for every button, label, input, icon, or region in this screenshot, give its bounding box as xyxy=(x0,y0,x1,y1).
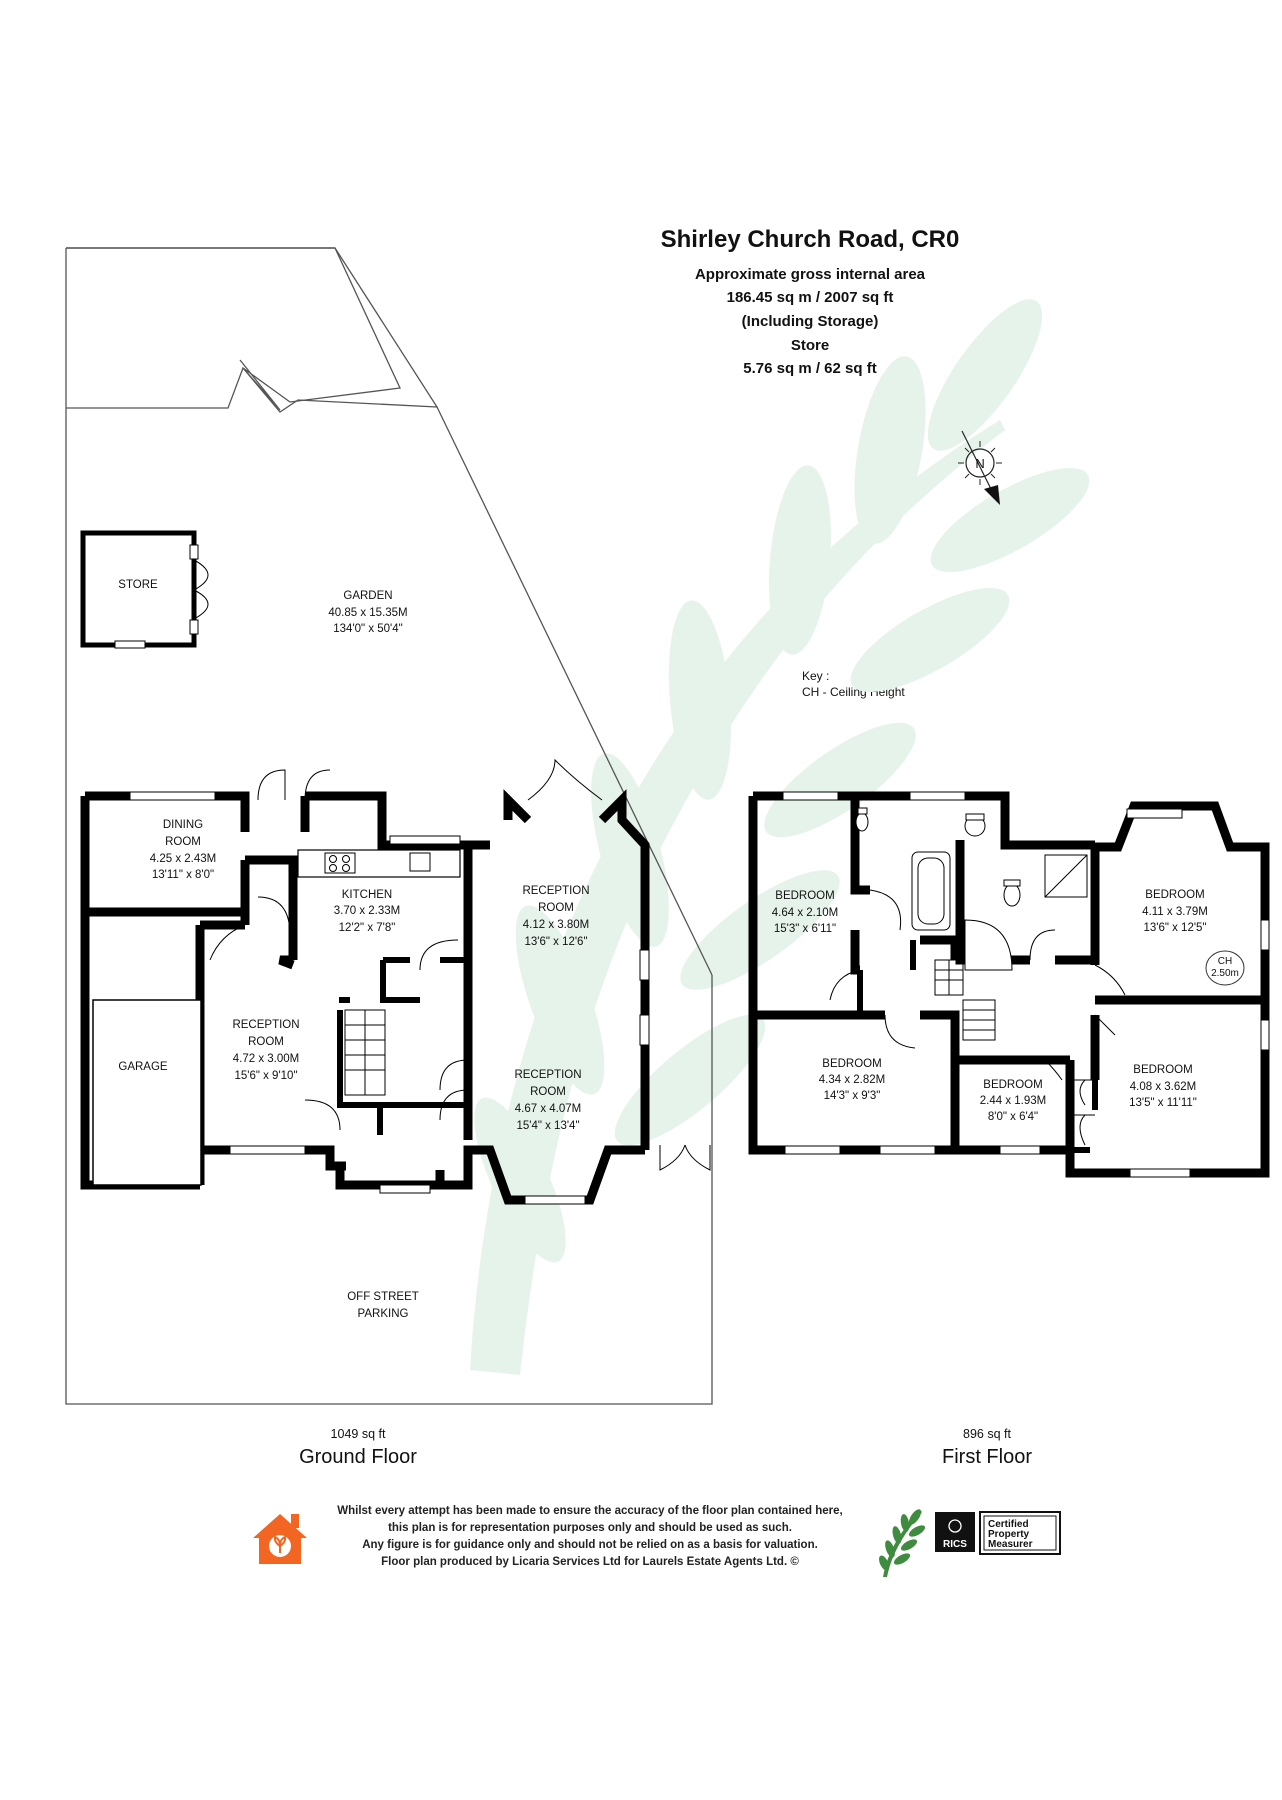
house-logo-icon xyxy=(253,1514,307,1564)
key-title: Key : xyxy=(802,669,830,683)
label-reception-left-name1: RECEPTION xyxy=(232,1019,299,1031)
label-parking-name1: OFF STREET xyxy=(347,1291,419,1303)
disclaimer-line3: Any figure is for guidance only and shou… xyxy=(362,1539,818,1551)
north-compass-icon: N xyxy=(958,430,1002,505)
label-bed2-metric: 4.11 x 3.79M xyxy=(1142,906,1208,918)
first-floor-labels: BEDROOM 4.64 x 2.10M 15'3" x 6'11" BEDRO… xyxy=(772,889,1239,1123)
label-bed4-imperial: 8'0" x 6'4" xyxy=(988,1111,1038,1123)
ceiling-height-badge xyxy=(1205,950,1245,986)
store-area: 5.76 sq m / 62 sq ft xyxy=(743,360,877,377)
label-reception-front-name2: ROOM xyxy=(530,1086,566,1098)
label-bed5-imperial: 13'5" x 11'11" xyxy=(1129,1097,1197,1109)
label-reception-front-name1: RECEPTION xyxy=(514,1069,581,1081)
label-dining-name1: DINING xyxy=(163,819,203,831)
label-reception-rear-metric: 4.12 x 3.80M xyxy=(523,919,589,931)
ground-floor-name: Ground Floor xyxy=(299,1446,417,1468)
label-reception-rear-name1: RECEPTION xyxy=(522,885,589,897)
label-reception-left-imperial: 15'6" x 9'10" xyxy=(234,1070,297,1082)
label-bed3-metric: 4.34 x 2.82M xyxy=(819,1074,885,1086)
disclaimer-line2: this plan is for representation purposes… xyxy=(388,1522,792,1534)
label-kitchen-imperial: 12'2" x 7'8" xyxy=(339,922,396,934)
label-dining-imperial: 13'11" x 8'0" xyxy=(152,869,214,881)
ground-floor-labels: STORE GARDEN 40.85 x 15.35M 134'0" x 50'… xyxy=(118,579,589,1320)
label-reception-front-metric: 4.67 x 4.07M xyxy=(515,1103,581,1115)
leaf-watermark xyxy=(470,299,1090,1375)
area-note: (Including Storage) xyxy=(741,313,879,330)
store-caption: Store xyxy=(790,337,830,354)
disclaimer-line1: Whilst every attempt has been made to en… xyxy=(337,1505,843,1517)
first-floor-name: First Floor xyxy=(942,1446,1032,1468)
label-reception-rear-imperial: 13'6" x 12'6" xyxy=(524,936,587,948)
label-bed2-imperial: 13'6" x 12'5" xyxy=(1143,922,1206,934)
label-garden-metric: 40.85 x 15.35M xyxy=(328,607,407,619)
total-area: 186.45 sq m / 2007 sq ft xyxy=(726,289,894,306)
laurel-leaf-logo-icon xyxy=(879,1509,926,1577)
label-bed2-name: BEDROOM xyxy=(1145,889,1204,901)
label-garden-name: GARDEN xyxy=(343,590,392,602)
disclaimer: Whilst every attempt has been made to en… xyxy=(330,1503,850,1571)
label-bed4-metric: 2.44 x 1.93M xyxy=(980,1095,1046,1107)
label-bed5-metric: 4.08 x 3.62M xyxy=(1130,1081,1196,1093)
label-store: STORE xyxy=(118,579,158,591)
rics-text: RICS xyxy=(943,1539,967,1550)
first-floor-sqft: 896 sq ft xyxy=(963,1427,1011,1441)
ground-floor-plan xyxy=(65,247,713,1405)
disclaimer-line4: Floor plan produced by Licaria Services … xyxy=(381,1556,799,1568)
label-dining-metric: 4.25 x 2.43M xyxy=(150,853,216,865)
cert-line3: Measurer xyxy=(988,1539,1033,1550)
label-reception-left-name2: ROOM xyxy=(248,1036,284,1048)
label-garden-imperial: 134'0" x 50'4" xyxy=(333,623,402,635)
label-bed3-name: BEDROOM xyxy=(822,1058,881,1070)
store-shed xyxy=(80,530,209,649)
label-reception-front-imperial: 15'4" x 13'4" xyxy=(516,1120,579,1132)
ground-floor-sqft: 1049 sq ft xyxy=(330,1427,386,1441)
label-kitchen-metric: 3.70 x 2.33M xyxy=(334,905,400,917)
cert-line1: Certified xyxy=(988,1519,1029,1530)
area-caption: Approximate gross internal area xyxy=(694,266,926,283)
svg-text:N: N xyxy=(975,456,984,471)
cert-line2: Property xyxy=(988,1529,1030,1540)
first-floor-plan xyxy=(748,791,1270,1178)
label-bed3-imperial: 14'3" x 9'3" xyxy=(824,1090,881,1102)
label-garage: GARAGE xyxy=(118,1061,168,1073)
label-reception-rear-name2: ROOM xyxy=(538,902,574,914)
label-bed5-name: BEDROOM xyxy=(1133,1064,1192,1076)
label-ch-value: 2.50m xyxy=(1211,968,1239,979)
rics-logo-icon: RICS xyxy=(935,1512,975,1552)
certified-measurer-badge: Certified Property Measurer xyxy=(979,1511,1061,1555)
plan-title: Shirley Church Road, CR0 xyxy=(660,226,960,253)
label-bed1-metric: 4.64 x 2.10M xyxy=(772,907,838,919)
label-bed1-imperial: 15'3" x 6'11" xyxy=(774,923,836,935)
label-kitchen-name: KITCHEN xyxy=(342,889,392,901)
label-dining-name2: ROOM xyxy=(165,836,201,848)
label-bed1-name: BEDROOM xyxy=(775,890,834,902)
label-reception-left-metric: 4.72 x 3.00M xyxy=(233,1053,299,1065)
label-parking-name2: PARKING xyxy=(358,1308,409,1320)
label-bed4-name: BEDROOM xyxy=(983,1079,1042,1091)
label-ch: CH xyxy=(1218,956,1232,967)
